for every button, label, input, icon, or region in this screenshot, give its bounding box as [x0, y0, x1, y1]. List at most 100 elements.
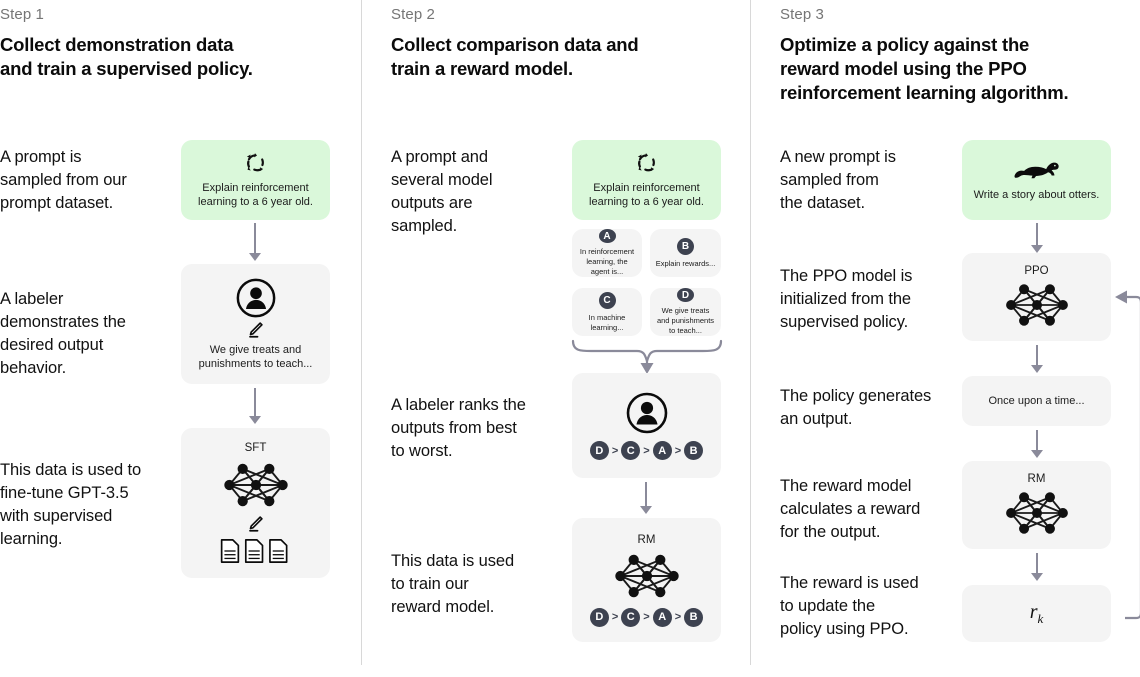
- step-1-title-line-1: Collect demonstration data: [0, 34, 234, 55]
- step-2-caption-3: This data is used to train our reward mo…: [391, 552, 515, 616]
- step-3-title-line-2: reward model using the PPO: [780, 58, 1027, 79]
- step-2-rm-title: RM: [637, 533, 656, 546]
- rank-badge-4: B: [684, 441, 704, 460]
- option-text-d: We give treats and punishments to teach.…: [656, 306, 715, 335]
- step-3-caption-3: The policy generates an output.: [780, 387, 932, 428]
- step-3-output-text: Once upon a time...: [988, 395, 1085, 407]
- neural-net-icon: [1000, 280, 1074, 330]
- rm-rank-badge-1: D: [589, 607, 609, 627]
- step-2-option-card-c[interactable]: C In machine learning...: [572, 288, 642, 336]
- step-2-rank-card[interactable]: D > C > A > B: [572, 373, 721, 478]
- step-3-prompt-card[interactable]: Write a story about otters.: [962, 140, 1111, 220]
- step-2-title-line-1: Collect comparison data and: [391, 34, 639, 55]
- reward-formula: rk: [1030, 601, 1044, 627]
- rm-rank-badge-3: A: [652, 607, 672, 627]
- step-3-rm-title: RM: [1027, 472, 1046, 485]
- neural-net-icon: [1000, 488, 1074, 538]
- step-3-title: Optimize a policy against the reward mod…: [780, 33, 1130, 105]
- option-badge-a: A: [598, 229, 616, 243]
- person-circle-icon: [625, 391, 669, 435]
- step-2-column: Step 2 Collect comparison data and train…: [362, 0, 750, 677]
- step-3-caption-2: The PPO model is initialized from the su…: [780, 267, 913, 331]
- documents-icon: [218, 538, 294, 564]
- step-2-option-card-d[interactable]: D We give treats and punishments to teac…: [650, 288, 721, 336]
- step-1-caption-2: A labeler demonstrates the desired outpu…: [0, 290, 126, 377]
- rank-gt-1: >: [611, 444, 619, 457]
- step-2-prompt-text: Explain reinforcement learning to a 6 ye…: [589, 182, 704, 208]
- cycle-icon: [244, 151, 267, 174]
- arrow-prompt-to-labeler: [248, 223, 262, 261]
- step-1-labeler-card[interactable]: We give treats and punishments to teach.…: [181, 264, 330, 384]
- reward-symbol: r: [1029, 600, 1038, 623]
- reward-subscript: k: [1037, 610, 1044, 626]
- step-3-prompt-text: Write a story about otters.: [973, 188, 1100, 201]
- step-3-label: Step 3: [780, 6, 824, 23]
- step-2-prompt-card[interactable]: Explain reinforcement learning to a 6 ye…: [572, 140, 721, 220]
- step-1-title: Collect demonstration data and train a s…: [0, 33, 340, 81]
- step-3-rm-card[interactable]: RM: [962, 461, 1111, 549]
- column-divider-1: [361, 0, 362, 665]
- step-2-option-card-a[interactable]: A In reinforcement learning, the agent i…: [572, 229, 642, 277]
- step-2-title-line-2: train a reward model.: [391, 58, 573, 79]
- step-1-caption-1: A prompt is sampled from our prompt data…: [0, 148, 127, 212]
- step-3-title-line-3: reinforcement learning algorithm.: [780, 82, 1069, 103]
- option-badge-d: D: [677, 288, 694, 302]
- step-2-option-card-b[interactable]: B Explain rewards...: [650, 229, 721, 277]
- step-3-caption-5: The reward is used to update the policy …: [780, 574, 919, 638]
- step-3-ppo-title: PPO: [1024, 264, 1049, 277]
- option-badge-b: B: [677, 237, 694, 255]
- step-2-rm-ranking-row: D > C > A > B: [589, 607, 704, 627]
- brace-merge-icon: [571, 337, 723, 375]
- step-2-caption-2: A labeler ranks the outputs from best to…: [391, 396, 526, 460]
- rm-rank-gt-1: >: [611, 611, 619, 623]
- rank-gt-2: >: [643, 444, 650, 457]
- otter-icon: [1012, 159, 1062, 181]
- step-2-title: Collect comparison data and train a rewa…: [391, 33, 731, 81]
- step-2-label: Step 2: [391, 6, 435, 23]
- arrow-rank-to-rm: [639, 482, 653, 514]
- step-3-reward-card[interactable]: rk: [962, 585, 1111, 642]
- rank-badge-3: A: [652, 441, 672, 460]
- option-text-a: In reinforcement learning, the agent is.…: [579, 247, 635, 276]
- column-divider-2: [750, 0, 751, 665]
- person-circle-icon: [235, 277, 277, 319]
- step-1-prompt-card[interactable]: Explain reinforcement learning to a 6 ye…: [181, 140, 330, 220]
- rm-rank-badge-2: C: [621, 607, 641, 627]
- cycle-icon: [635, 151, 658, 174]
- rank-gt-3: >: [674, 444, 682, 457]
- step-3-caption-4: The reward model calculates a reward for…: [780, 477, 921, 541]
- rank-badge-1: D: [589, 441, 609, 460]
- feedback-loop-arrow: [1109, 285, 1140, 620]
- arrow-ppo-to-output: [1030, 345, 1044, 373]
- step-1-column: Step 1 Collect demonstration data and tr…: [0, 0, 361, 677]
- arrow-labeler-to-sft: [248, 388, 262, 424]
- arrow-prompt-to-ppo: [1030, 223, 1044, 253]
- step-1-sft-title: SFT: [244, 442, 267, 454]
- rm-rank-gt-3: >: [674, 611, 682, 623]
- option-text-c: In machine learning...: [588, 312, 626, 332]
- step-3-title-line-1: Optimize a policy against the: [780, 34, 1030, 55]
- arrow-output-to-rm: [1030, 430, 1044, 458]
- arrow-rm-to-reward: [1030, 553, 1044, 581]
- rank-badge-2: C: [621, 441, 641, 460]
- step-1-title-line-2: and train a supervised policy.: [0, 58, 253, 79]
- step-2-ranking-row: D > C > A > B: [589, 441, 704, 460]
- step-3-column: Step 3 Optimize a policy against the rew…: [751, 0, 1140, 677]
- pencil-icon: [246, 320, 265, 339]
- step-1-caption-3: This data is used to fine-tune GPT-3.5 w…: [0, 461, 142, 548]
- option-badge-c: C: [598, 291, 616, 309]
- step-1-prompt-text: Explain reinforcement learning to a 6 ye…: [198, 182, 313, 208]
- option-text-b: Explain rewards...: [655, 258, 716, 268]
- step-1-labeler-text: We give treats and punishments to teach.…: [198, 344, 313, 370]
- step-3-ppo-card[interactable]: PPO: [962, 253, 1111, 341]
- step-2-rm-card[interactable]: RM: [572, 518, 721, 642]
- neural-net-icon: [609, 550, 685, 602]
- pencil-icon: [246, 514, 265, 533]
- neural-net-icon: [218, 459, 294, 511]
- step-1-sft-card[interactable]: SFT: [181, 428, 330, 578]
- step-3-caption-1: A new prompt is sampled from the dataset…: [780, 148, 896, 212]
- step-3-output-card[interactable]: Once upon a time...: [962, 376, 1111, 426]
- step-1-label: Step 1: [0, 6, 44, 23]
- step-2-caption-1: A prompt and several model outputs are s…: [391, 148, 493, 235]
